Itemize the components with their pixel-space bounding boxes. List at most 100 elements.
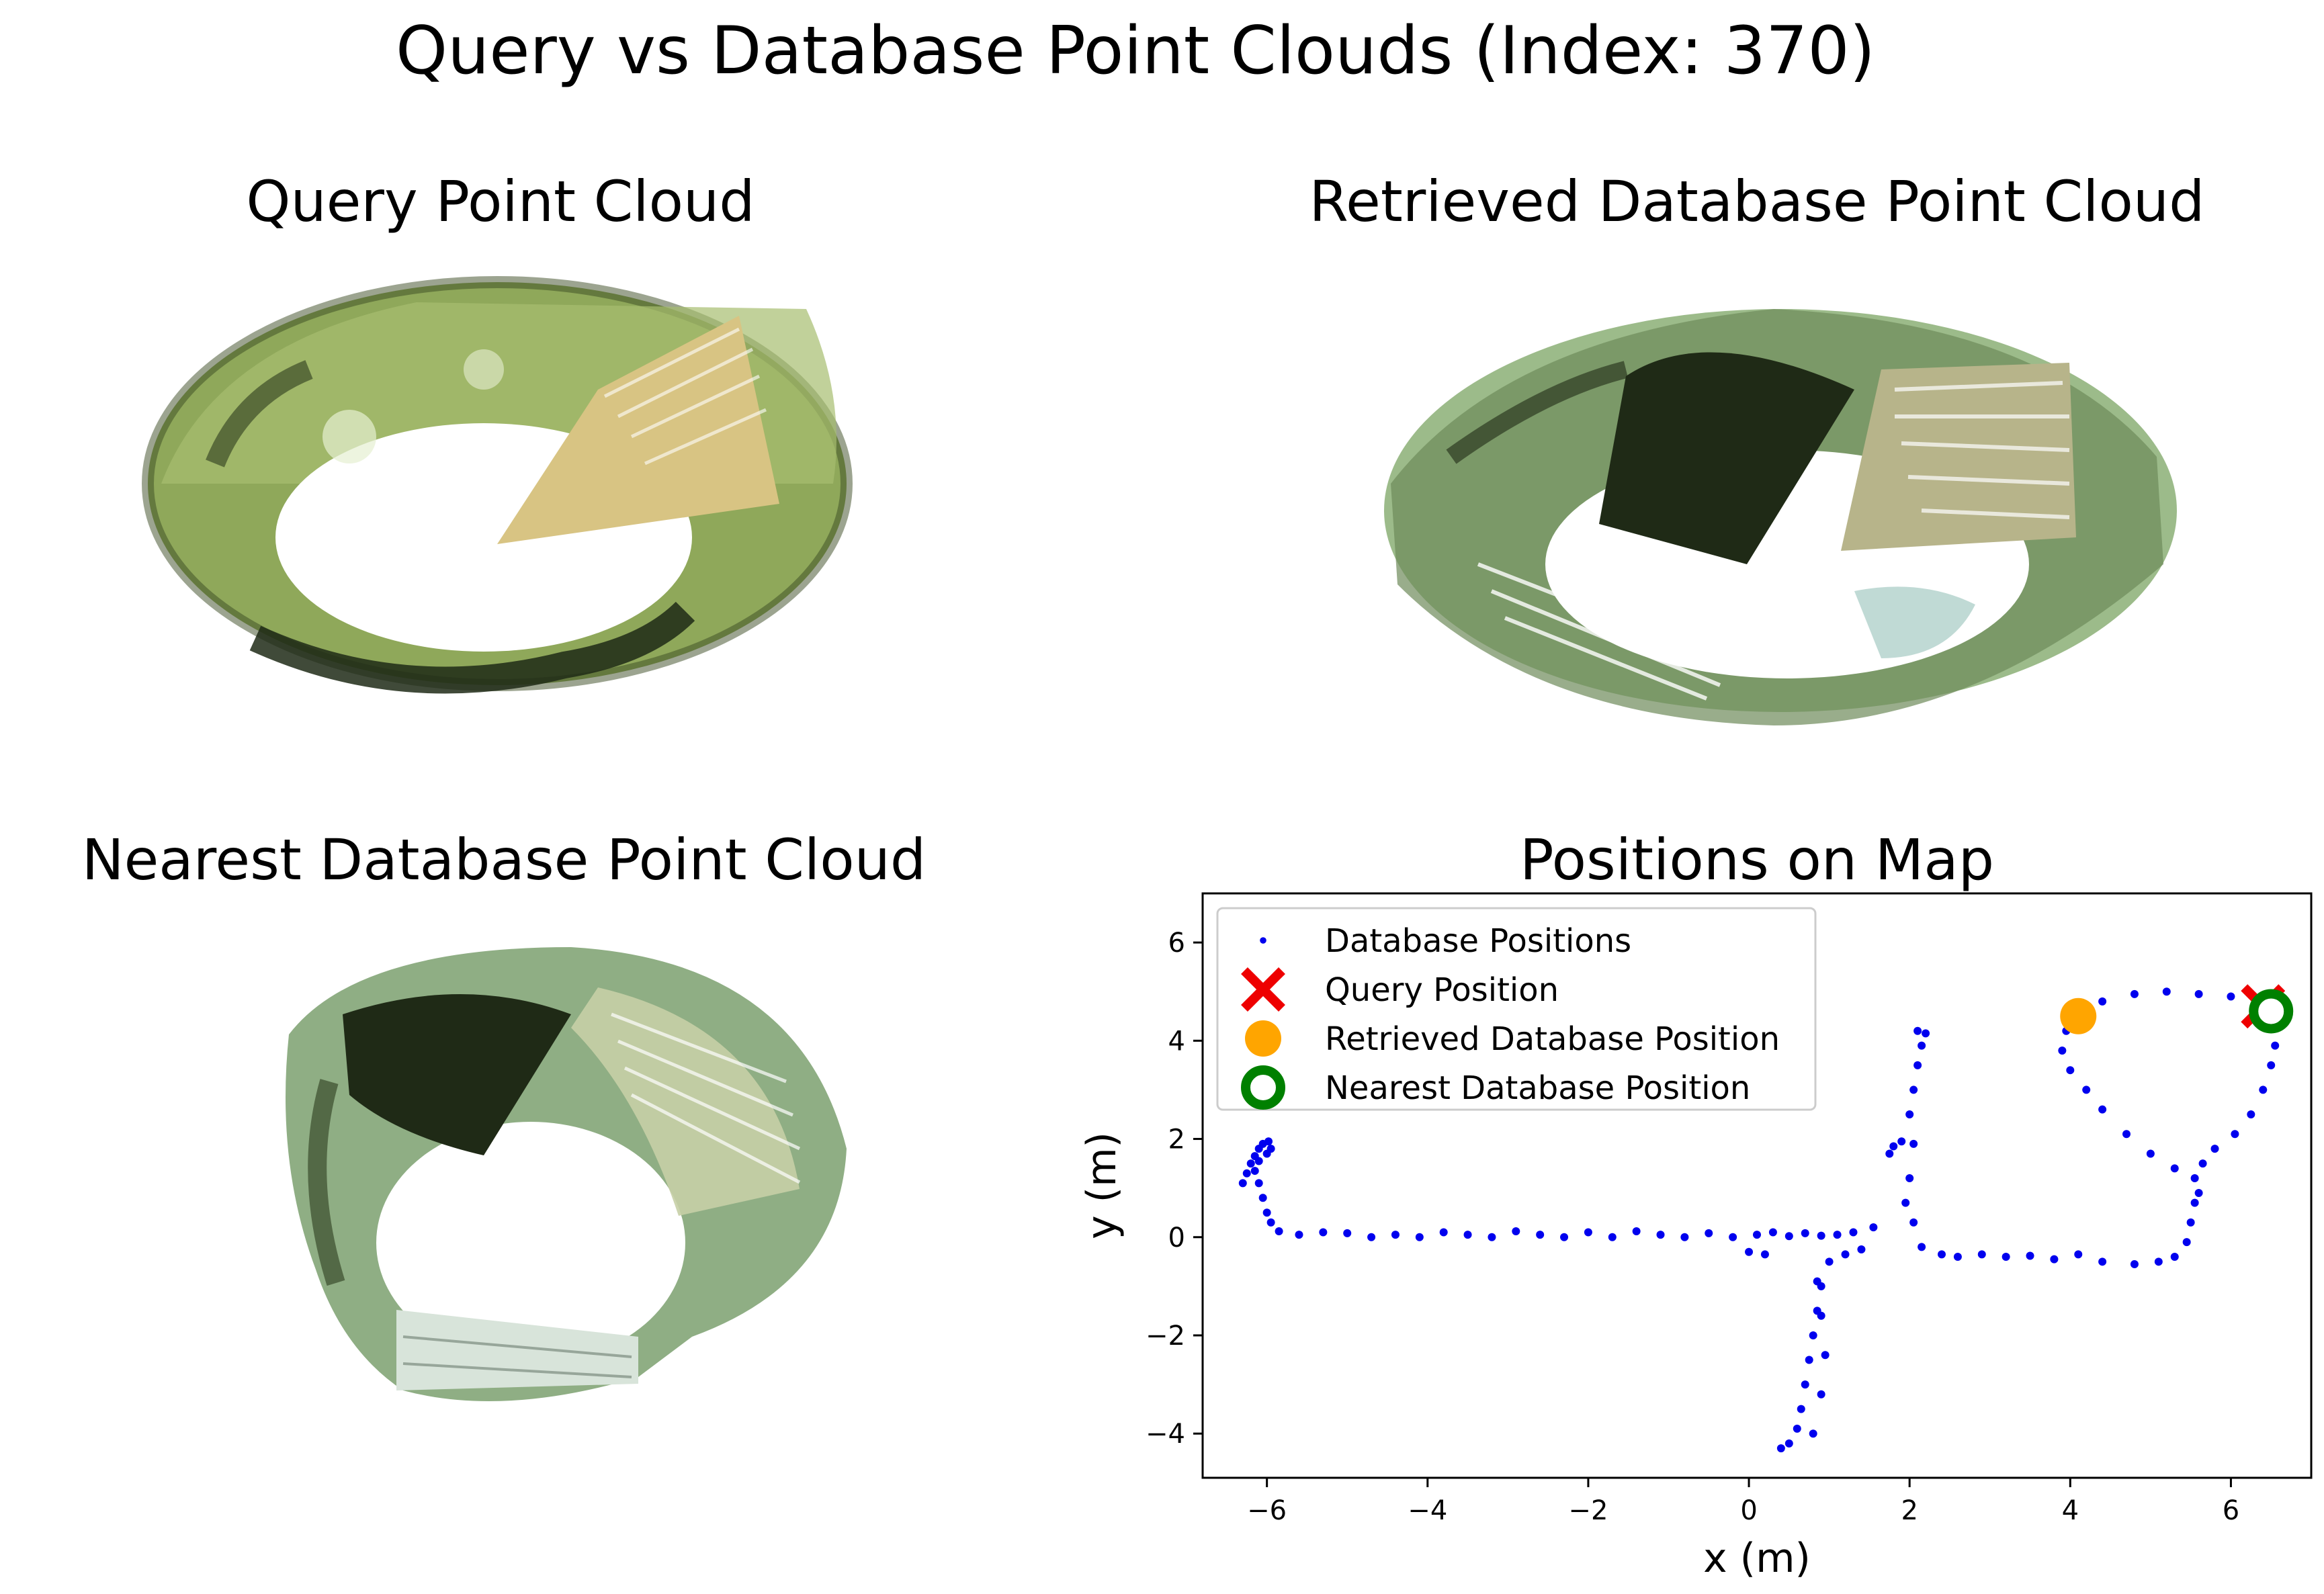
- x-tick-label: 0: [1740, 1495, 1757, 1526]
- database-positions-marker: [1680, 1233, 1689, 1241]
- y-tick-label: 4: [1168, 1026, 1185, 1057]
- legend-entry-nearest-database-position-swatch: [1241, 1065, 1285, 1110]
- database-positions-marker: [1656, 1231, 1665, 1239]
- database-positions-marker: [1784, 1439, 1793, 1448]
- database-positions-marker: [1488, 1233, 1496, 1241]
- x-tick-label: 4: [2062, 1495, 2079, 1526]
- database-positions-marker: [1439, 1228, 1448, 1237]
- database-positions-marker: [1793, 1424, 1801, 1433]
- database-positions-marker: [1809, 1429, 1817, 1438]
- database-positions-marker: [1262, 1208, 1271, 1217]
- database-positions-marker: [1536, 1231, 1545, 1239]
- database-positions-marker: [2267, 1061, 2276, 1069]
- nearest-cloud-title: Nearest Database Point Cloud: [81, 827, 927, 893]
- database-positions-marker: [2082, 1086, 2091, 1094]
- legend-entry-query-position-swatch-stroke-b: [1241, 967, 1285, 1012]
- database-positions-marker: [1813, 1277, 1821, 1286]
- database-positions-marker: [1797, 1405, 1805, 1413]
- x-tick-label: 6: [2223, 1495, 2239, 1526]
- figure-title: Query vs Database Point Clouds (Index: 3…: [395, 13, 1876, 89]
- database-positions-marker: [1913, 1061, 1922, 1069]
- database-positions-marker: [1391, 1231, 1400, 1239]
- database-positions-marker: [1745, 1247, 1754, 1256]
- database-positions-marker: [2098, 997, 2107, 1006]
- nearest-point-cloud-image: [286, 947, 847, 1401]
- database-positions-marker: [1841, 1250, 1850, 1259]
- database-positions-marker: [1560, 1233, 1569, 1241]
- database-positions-marker: [1817, 1390, 1825, 1399]
- database-positions-marker: [1258, 1194, 1267, 1202]
- plot-frame: [1201, 892, 2313, 1479]
- y-tick-label: 6: [1168, 928, 1185, 959]
- x-tick-label: 2: [1901, 1495, 1918, 1526]
- database-positions-marker: [1264, 1137, 1273, 1146]
- database-positions-marker: [1901, 1198, 1910, 1207]
- database-positions-marker: [2066, 1066, 2075, 1075]
- retrieved-database-position-marker: [2060, 998, 2097, 1034]
- database-positions-marker: [2259, 1086, 2268, 1094]
- y-tick-label: 0: [1168, 1223, 1185, 1253]
- database-positions-marker: [1938, 1250, 1946, 1259]
- database-positions-marker: [2130, 989, 2139, 998]
- database-positions-marker: [1897, 1137, 1906, 1146]
- database-positions-marker: [1918, 1041, 1926, 1050]
- database-positions-marker: [2122, 1130, 2131, 1139]
- database-positions-marker: [1238, 1179, 1247, 1188]
- retrieved-cloud-title: Retrieved Database Point Cloud: [1309, 169, 2205, 234]
- database-positions-marker: [1632, 1227, 1641, 1235]
- database-positions-marker: [2190, 1174, 2199, 1183]
- database-positions-marker: [2182, 1238, 2191, 1247]
- database-positions-marker: [2050, 1255, 2059, 1264]
- database-positions-marker: [2002, 1253, 2010, 1261]
- y-axis-label: y (m): [1078, 1132, 1125, 1239]
- database-positions-marker: [1250, 1167, 1259, 1176]
- database-positions-marker: [1367, 1233, 1376, 1241]
- database-positions-marker: [2231, 1130, 2239, 1139]
- database-positions-marker: [1849, 1228, 1858, 1237]
- database-positions-marker: [1254, 1157, 1263, 1165]
- database-positions-marker: [1913, 1026, 1922, 1035]
- database-positions-marker: [1753, 1231, 1761, 1239]
- query-cloud-title: Query Point Cloud: [246, 169, 755, 234]
- map-title: Positions on Map: [1519, 827, 1995, 893]
- database-positions-marker: [1760, 1250, 1769, 1259]
- database-positions-marker: [1869, 1223, 1878, 1232]
- database-positions-marker: [1833, 1231, 1842, 1239]
- database-positions-marker: [1922, 1029, 1930, 1038]
- database-positions-marker: [1266, 1218, 1275, 1227]
- legend-entry-retrieved-database-position-label: Retrieved Database Position: [1325, 1020, 1780, 1058]
- database-positions-marker: [2186, 1218, 2195, 1227]
- database-positions-marker: [1909, 1086, 1918, 1094]
- database-positions-marker: [2074, 1250, 2083, 1259]
- database-positions-marker: [2098, 1105, 2107, 1114]
- database-positions-marker: [1817, 1231, 1825, 1240]
- legend-entry-retrieved-database-position-swatch: [1245, 1020, 1281, 1057]
- database-positions-marker: [1977, 1250, 1986, 1259]
- database-positions-marker: [2026, 1251, 2034, 1260]
- database-positions-marker: [2271, 1041, 2280, 1050]
- database-positions-marker: [2058, 1046, 2067, 1055]
- database-positions-marker: [1246, 1159, 1255, 1168]
- database-positions-marker: [2227, 992, 2235, 1001]
- database-positions-marker: [2170, 1253, 2179, 1261]
- database-positions-marker: [1242, 1169, 1251, 1178]
- database-positions-marker: [1705, 1229, 1713, 1237]
- y-tick-label: 2: [1168, 1124, 1185, 1155]
- database-positions-marker: [2154, 1257, 2163, 1266]
- database-positions-marker: [1608, 1233, 1617, 1241]
- database-positions-marker: [1918, 1243, 1926, 1251]
- x-tick-label: −2: [1568, 1495, 1608, 1526]
- database-positions-marker: [1729, 1233, 1737, 1241]
- database-positions-marker: [1809, 1331, 1817, 1339]
- chart-marks: [1238, 984, 2294, 1453]
- database-positions-marker: [1768, 1228, 1777, 1237]
- database-positions-marker: [2190, 1198, 2199, 1207]
- x-tick-label: −6: [1247, 1495, 1287, 1526]
- database-positions-marker: [2194, 1188, 2203, 1197]
- retrieved-point-cloud-image: [1384, 309, 2177, 725]
- database-positions-marker: [1909, 1139, 1918, 1148]
- database-positions-marker: [1905, 1110, 1914, 1118]
- database-positions-marker: [1784, 1232, 1793, 1241]
- database-positions-marker: [2210, 1145, 2219, 1153]
